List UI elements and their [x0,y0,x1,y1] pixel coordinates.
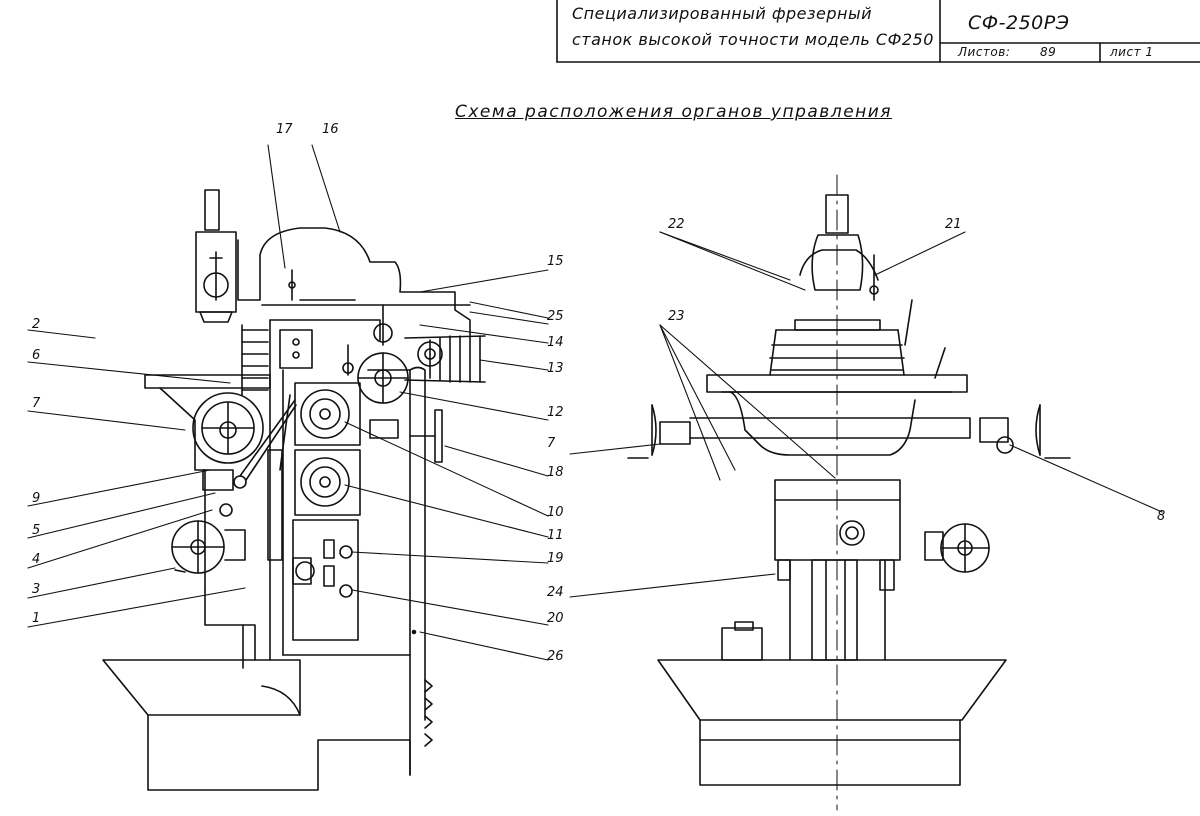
title-block-frame [556,0,1200,63]
callout-17: 17 [276,122,293,137]
callout-16: 16 [322,122,339,137]
leader-lines [27,144,1163,661]
callout-23: 23 [668,309,685,324]
description-line-2: станок высокой точности модель СФ250 [572,30,934,49]
callout-5: 5 [32,523,41,538]
callout-13: 13 [547,361,564,376]
callout-9: 9 [32,491,41,506]
callout-8: 8 [1157,509,1166,524]
callout-14: 14 [547,335,564,350]
callout-26: 26 [547,649,564,664]
callout-1: 1 [32,611,41,626]
callout-2: 2 [32,317,41,332]
callout-19: 19 [547,551,564,566]
callout-20: 20 [547,611,564,626]
sheet-number: лист 1 [1110,45,1154,59]
callout-15: 15 [547,254,564,269]
callout-12: 12 [547,405,564,420]
side-view-machine [102,189,486,791]
callout-4: 4 [32,552,41,567]
sheets-label: Листов: [958,45,1011,59]
callout-10: 10 [547,505,564,520]
callout-21: 21 [945,217,962,232]
sheets-count: 89 [1040,45,1057,59]
callout-22: 22 [668,217,685,232]
callout-24: 24 [547,585,564,600]
callout-11: 11 [547,528,564,543]
callout-3: 3 [32,582,41,597]
model-code: СФ-250РЭ [968,12,1070,34]
callout-7-left: 7 [32,396,41,411]
description-line-1: Специализированный фрезерный [572,4,872,23]
callout-18: 18 [547,465,564,480]
front-view-machine [627,174,1071,811]
drawing-title: Схема расположения органов управления [455,102,893,122]
callout-6: 6 [32,348,41,363]
callout-25: 25 [547,309,564,324]
callout-7-right: 7 [547,436,556,451]
